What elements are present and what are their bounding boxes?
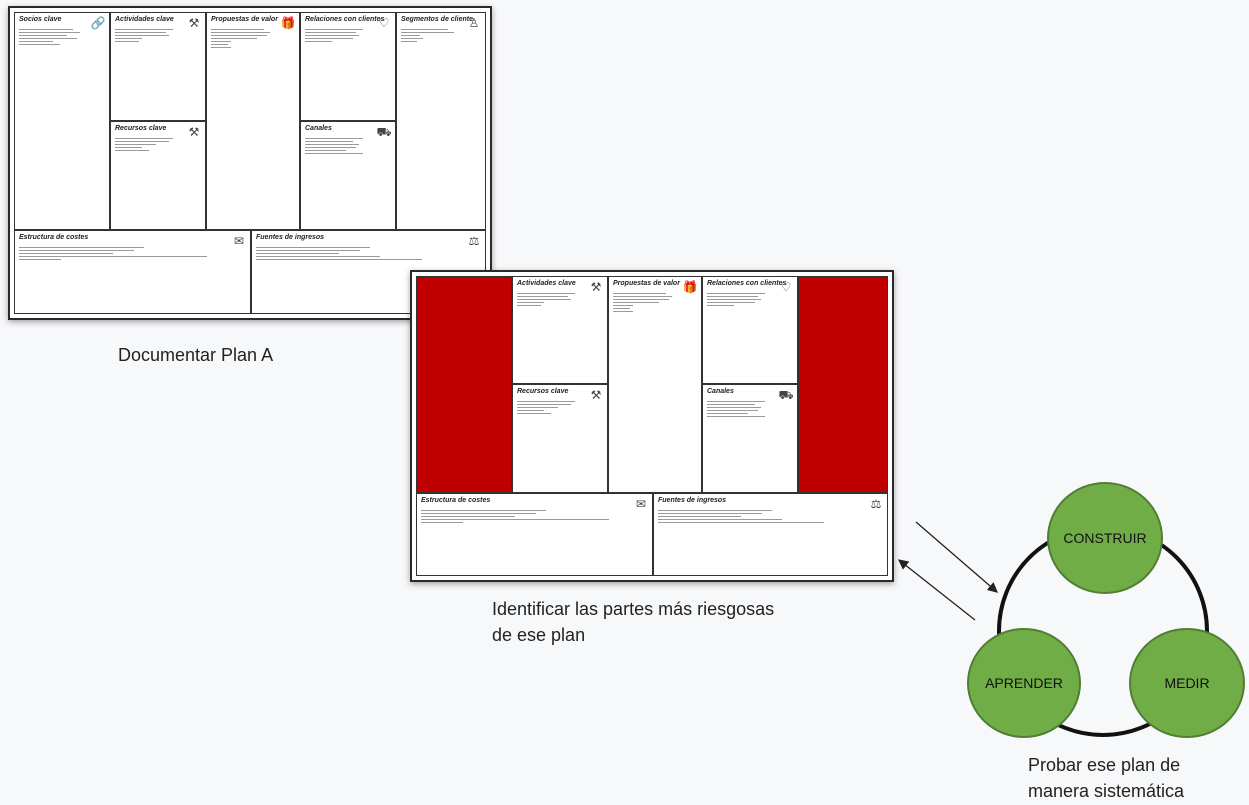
worker-icon: ⚒	[590, 388, 602, 402]
worker-icon: ⚒	[188, 125, 200, 139]
cell-canales: Canales ⛟	[300, 121, 396, 230]
caption-line: Identificar las partes más riesgosas	[492, 599, 775, 619]
cell-segmentos-cliente-highlighted	[798, 276, 888, 493]
cell-title: Propuestas de valor	[211, 16, 278, 23]
caption-line: manera sistemática	[1028, 781, 1185, 801]
cycle-node-construir: CONSTRUIR	[1047, 482, 1163, 594]
cell-title: Canales	[707, 388, 734, 395]
person-icon: ♙	[468, 16, 480, 30]
truck-icon: ⛟	[376, 125, 392, 139]
link-icon: 🔗	[90, 16, 106, 30]
cell-canales: Canales ⛟	[702, 384, 798, 493]
worker-icon: ⚒	[590, 280, 602, 294]
cycle-node-aprender: APRENDER	[967, 628, 1081, 738]
arrow-to-cycle	[915, 521, 998, 593]
cell-fuentes-ingresos: Fuentes de ingresos ⚖	[653, 493, 888, 576]
cell-recursos-clave: Recursos clave ⚒	[512, 384, 608, 493]
business-model-canvas-risky: Actividades clave ⚒ Recursos clave ⚒ Pro…	[410, 270, 894, 582]
cell-title: Actividades clave	[115, 16, 174, 23]
cell-title: Segmentos de cliente	[401, 16, 473, 23]
cell-socios-clave-highlighted	[416, 276, 512, 493]
cell-title: Recursos clave	[115, 125, 167, 132]
cell-segmentos-cliente: Segmentos de cliente ♙	[396, 12, 486, 230]
cell-estructura-costes: Estructura de costes ✉	[416, 493, 653, 576]
cell-title: Fuentes de ingresos	[256, 234, 325, 241]
cell-actividades-clave: Actividades clave ⚒	[110, 12, 206, 121]
cell-propuestas-valor: Propuestas de valor 🎁	[206, 12, 300, 230]
caption-line: Probar ese plan de	[1028, 755, 1181, 775]
tag-icon: ✉	[233, 234, 245, 248]
heart-icon: ♡	[780, 280, 792, 294]
cell-estructura-costes: Estructura de costes ✉	[14, 230, 251, 314]
caption-risky-parts: Identificar las partes más riesgosas de …	[492, 596, 774, 648]
cell-title: Relaciones con clientes	[707, 280, 787, 287]
gift-icon: 🎁	[280, 16, 296, 30]
cell-title: Estructura de costes	[19, 234, 89, 241]
cell-title: Fuentes de ingresos	[658, 497, 727, 504]
money-icon: ⚖	[870, 497, 882, 511]
tag-icon: ✉	[635, 497, 647, 511]
cell-title: Recursos clave	[517, 388, 569, 395]
gift-icon: 🎁	[682, 280, 698, 294]
truck-icon: ⛟	[778, 388, 794, 402]
worker-icon: ⚒	[188, 16, 200, 30]
cell-recursos-clave: Recursos clave ⚒	[110, 121, 206, 230]
cell-title: Canales	[305, 125, 332, 132]
business-model-canvas-plan-a: Socios clave 🔗 Actividades clave ⚒ Recur…	[8, 6, 492, 320]
cell-title: Propuestas de valor	[613, 280, 680, 287]
cell-relaciones-clientes: Relaciones con clientes ♡	[702, 276, 798, 384]
caption-plan-a: Documentar Plan A	[118, 345, 274, 365]
cell-propuestas-valor: Propuestas de valor 🎁	[608, 276, 702, 493]
cell-title: Relaciones con clientes	[305, 16, 385, 23]
caption-line: de ese plan	[492, 625, 586, 645]
caption-test-plan: Probar ese plan de manera sistemática	[1028, 752, 1184, 804]
arrow-from-cycle	[897, 559, 976, 621]
money-icon: ⚖	[468, 234, 480, 248]
cell-title: Actividades clave	[517, 280, 576, 287]
cell-title: Estructura de costes	[421, 497, 491, 504]
cell-socios-clave: Socios clave 🔗	[14, 12, 110, 230]
cell-relaciones-clientes: Relaciones con clientes ♡	[300, 12, 396, 121]
cell-actividades-clave: Actividades clave ⚒	[512, 276, 608, 384]
cell-title: Socios clave	[19, 16, 62, 23]
cycle-node-medir: MEDIR	[1129, 628, 1245, 738]
heart-icon: ♡	[378, 16, 390, 30]
